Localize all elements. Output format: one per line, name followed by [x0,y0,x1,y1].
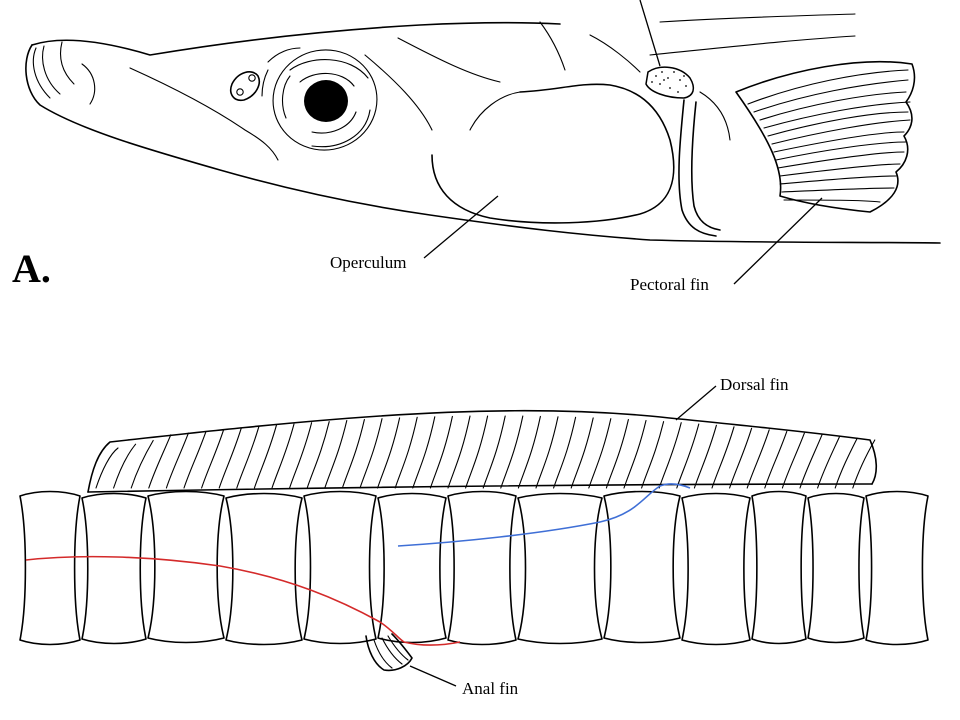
dorsal-fin-ray [764,430,788,489]
dorsal-fin-ray [359,418,383,489]
head-dorsal-outline [31,21,561,56]
vertebra [147,490,225,644]
upper-body-line [659,13,856,23]
label-operculum: Operculum [330,253,406,272]
dorsal-fin-ray [553,416,577,489]
dorsal-fin-ray [130,439,154,489]
dorsal-fin-ray [711,426,735,489]
dorsal-fin-ray [95,447,119,489]
panel-a-head-drawing [25,0,941,285]
dorsal-fin-ray [183,430,207,489]
dorsal-fin-leader [675,385,717,421]
red-line [25,555,461,646]
vertebra [681,492,751,646]
vertebra [19,490,81,646]
dorsal-fin-ray [781,432,805,489]
dorsal-fin-ray [570,417,594,489]
vertebral-column [19,490,929,646]
dorsal-fin-ray [746,429,770,489]
dorsal-fin-ray [605,418,629,489]
cheek-line-2 [397,37,501,83]
dorsal-fin [87,409,878,493]
operculum-inner [469,91,521,131]
eye [261,47,378,151]
anal-fin-leader [409,665,457,687]
nostril-curve [81,63,96,105]
vertebra [603,490,681,644]
cheek-line-1 [364,54,433,131]
dorsal-fin-ray [799,434,823,489]
dorsal-fin-ray [447,415,471,489]
dorsal-fin-ray [271,423,295,489]
operculum-leader [423,195,499,259]
vertebra [303,490,377,645]
label-pectoral-fin: Pectoral fin [630,275,709,294]
dorsal-fin-ray [148,434,172,489]
dorsal-fin-ray [429,415,453,489]
cheek-line-3 [539,21,566,71]
nasal-pore [248,74,256,82]
nasal-organ [229,71,260,102]
vertebra [865,490,929,646]
dorsal-fin-ray [412,416,436,489]
dorsal-fin-ray [306,421,330,489]
dorsal-fin-ray [394,416,418,489]
vertebra [225,492,303,646]
vertebra [81,492,147,645]
blue-line [397,483,691,547]
vertebra [807,492,865,644]
dorsal-fin-ray [535,416,559,489]
pupil [304,80,348,122]
dorsal-fin-ray [253,424,277,489]
vertebra [377,492,447,644]
girdle-top [699,91,731,141]
dorsal-fin-ray [465,415,489,489]
dorsal-fin-ray [377,417,401,489]
dorsal-fin-ray [834,437,858,489]
dorsal-fin-ray [588,418,612,489]
pectoral-fin-leader [733,197,823,285]
snout-crest-line [129,67,279,161]
dorsal-fin-ray [658,422,682,489]
nasal-pore-2 [236,88,244,96]
dorsal-fin-ray [113,443,137,489]
pectoral-fin [735,60,916,213]
head-ventral-outline [25,44,941,244]
stippled-bone [645,66,695,99]
dorsal-fin-ray [165,432,189,489]
stippled-bone-leader [639,0,661,67]
dorsal-fin-ray [693,424,717,489]
dorsal-fin-ray [729,427,753,489]
dorsal-fin-ray [852,439,876,489]
vertebra [751,490,807,645]
vertebra [517,492,603,645]
operculum-outline [431,83,675,224]
dorsal-fin-ray [517,415,541,489]
vertebra [447,490,517,646]
dorsal-fin-ray [236,426,260,489]
dorsal-fin-ray [500,415,524,489]
dorsal-fin-ray [324,419,348,489]
dorsal-fin-ray [218,427,242,489]
snout-tip-detail [32,41,75,99]
panel-b-column-drawing [19,385,929,687]
label-anal-fin: Anal fin [462,679,519,698]
dorsal-fin-ray [341,418,365,489]
label-dorsal-fin: Dorsal fin [720,375,789,394]
cheek-line-4 [589,34,641,73]
panel-letter-a: A. [12,246,51,291]
anal-fin [365,633,413,672]
dorsal-fin-ray [817,435,841,489]
pectoral-girdle [678,99,721,237]
dorsal-fin-ray [201,429,225,489]
dorsal-fin-ray [641,421,665,489]
lateral-line-upper [649,35,856,56]
dorsal-fin-ray [623,419,647,489]
dorsal-fin-ray [289,422,313,489]
dorsal-fin-ray [482,415,506,489]
dorsal-fin-ray [676,423,700,489]
